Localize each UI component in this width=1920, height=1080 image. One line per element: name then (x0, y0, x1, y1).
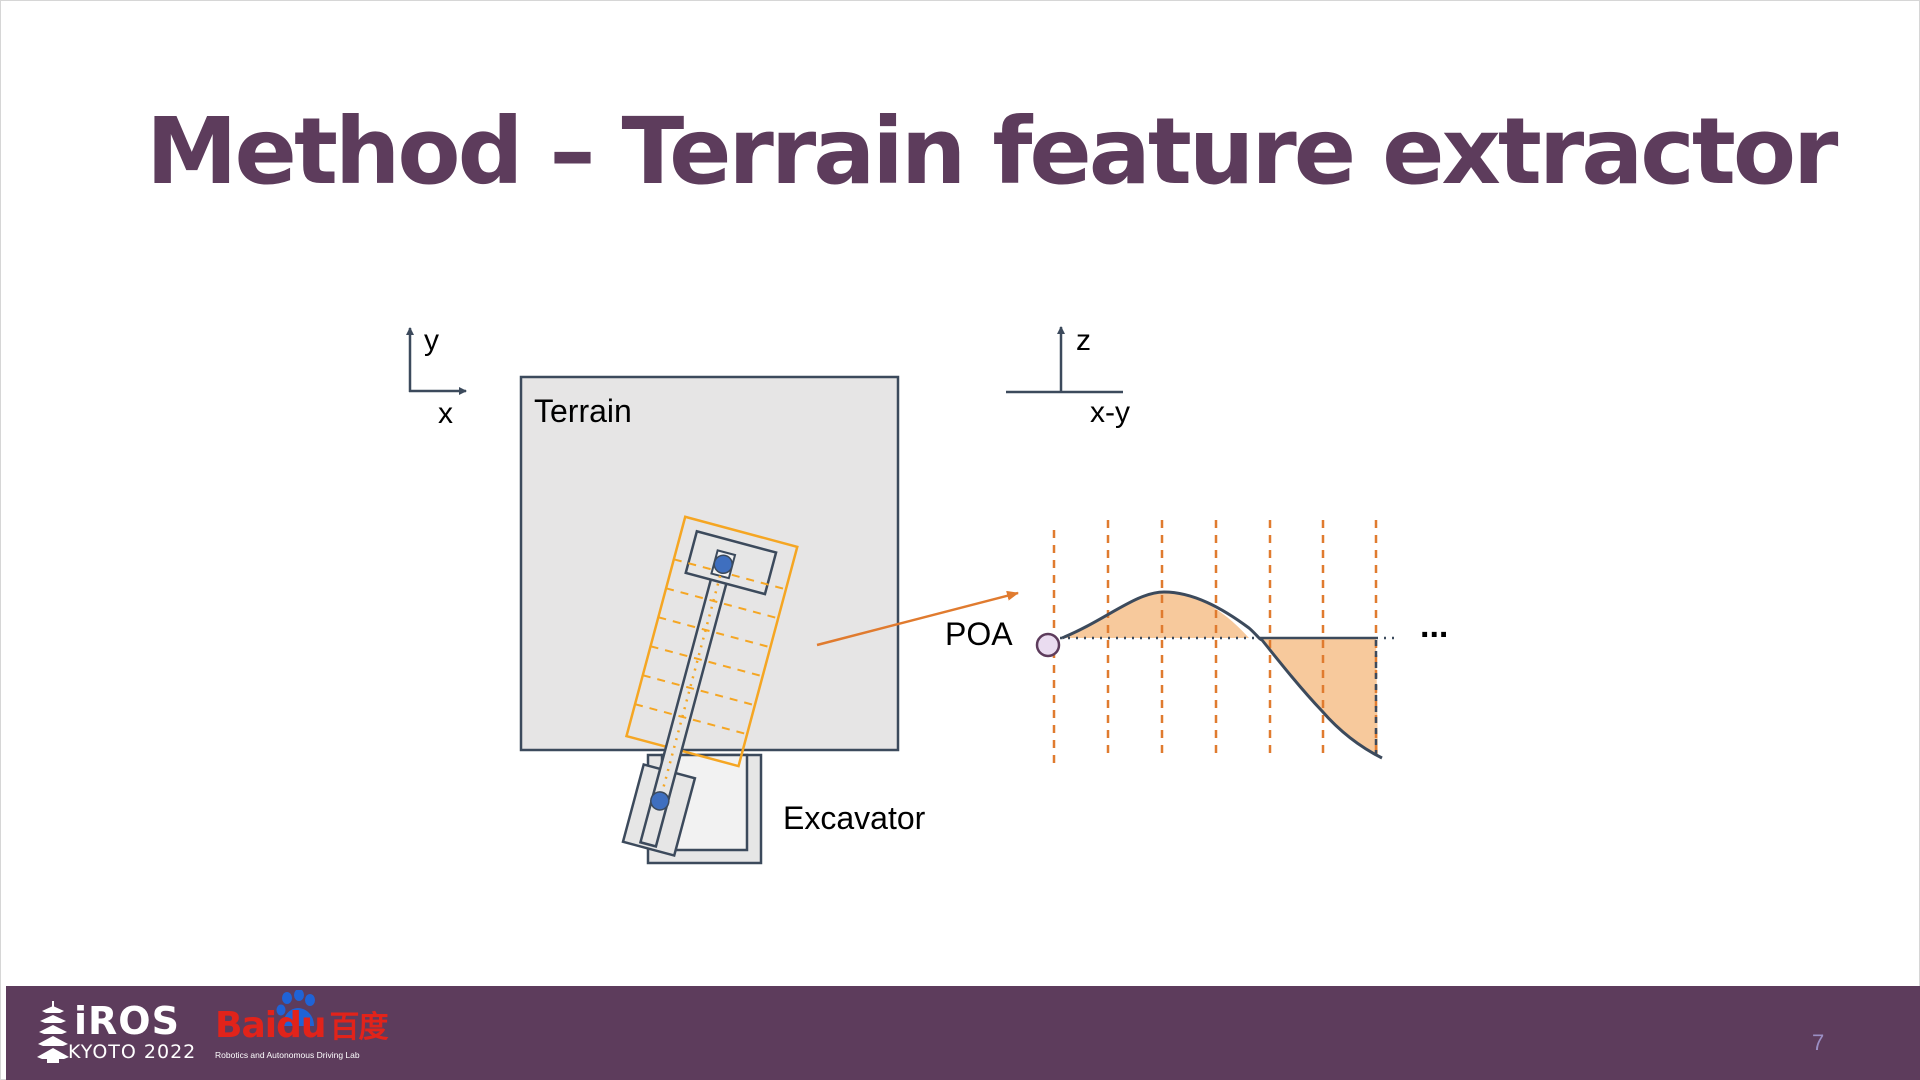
excavator-arm (621, 515, 799, 858)
bucket-joint (713, 554, 733, 575)
iros-name: iROS (74, 999, 180, 1043)
pagoda-icon (37, 1001, 69, 1063)
baidu-subtitle: Robotics and Autonomous Driving Lab (215, 1050, 360, 1060)
profile-fill-below (1262, 638, 1378, 756)
topview-axes: y x (406, 324, 467, 430)
ellipsis-label: ... (1420, 607, 1448, 645)
arm-section-lines (634, 558, 787, 736)
poa-marker (1035, 632, 1061, 658)
arm-centerline (658, 567, 724, 801)
y-axis-label: y (424, 324, 439, 357)
paw-icon (276, 990, 315, 1026)
profile-section-lines (1052, 520, 1378, 764)
iros-subtitle: KYOTO 2022 (68, 1041, 197, 1063)
terrain-feature-diagram: y x Terrain (406, 324, 1448, 865)
terrain-label: Terrain (534, 393, 632, 429)
baidu-name-latin: Baidu (215, 1005, 326, 1046)
profile-axes: z x-y (1006, 324, 1130, 429)
page-number: 7 (1812, 1030, 1825, 1055)
iros-logo: iROS KYOTO 2022 (32, 999, 195, 1065)
z-axis-label: z (1076, 324, 1091, 357)
slide-title: Method – Terrain feature extractor (146, 98, 1838, 205)
xy-axis-label: x-y (1090, 396, 1130, 429)
x-axis-label: x (438, 397, 453, 430)
poa-label: POA (945, 616, 1013, 652)
excavator-label: Excavator (783, 800, 926, 836)
terrain-profile (1035, 520, 1396, 764)
profile-fill-above (1062, 592, 1249, 638)
projection-arrow (816, 590, 1019, 647)
baidu-name-cn: 百度 (329, 1010, 388, 1045)
base-joint (650, 791, 670, 811)
terrain-profile-curve (1061, 590, 1383, 760)
